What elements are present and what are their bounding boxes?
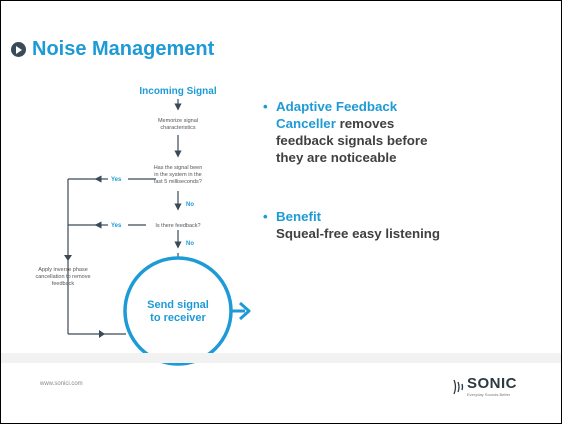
arrow-circle-icon — [11, 42, 26, 57]
bullet-list: • Adaptive Feedback Canceller removes fe… — [263, 98, 553, 242]
title-row: Noise Management — [11, 38, 214, 61]
flow-step1-line2: characteristics — [160, 125, 195, 131]
flow-question1-line1: Has the signal been — [154, 165, 203, 171]
footer-band — [1, 353, 561, 363]
bullet-dot: • — [263, 99, 268, 114]
flow-question1-line3: last 5 milliseconds? — [154, 179, 202, 185]
flow-incoming-label: Incoming Signal — [139, 86, 216, 97]
send-signal-line1: Send signal — [147, 299, 209, 311]
flow-apply-arrowhead — [99, 330, 105, 338]
flow-apply-line3: feedback — [52, 281, 75, 287]
flow-question1-line2: in the system in the — [154, 172, 201, 178]
send-signal-circle — [123, 256, 233, 366]
flow-apply-line2: cancellation to remove — [35, 274, 90, 280]
logo-tagline: Everyday Sounds Better — [467, 392, 511, 397]
bullet1-highlight-line1: Adaptive Feedback — [276, 99, 398, 114]
slide-title: Noise Management — [32, 38, 215, 60]
logo-word: SONIC — [467, 375, 518, 392]
flow-step1-line1: Memorize signal — [158, 118, 198, 124]
flow-yes-label-2: Yes — [111, 223, 122, 229]
bullet2-highlight: Benefit — [276, 209, 322, 224]
bullet1-line3: feedback signals before — [276, 133, 428, 148]
send-signal-line2: to receiver — [150, 312, 206, 324]
output-arrow-head — [239, 301, 251, 321]
footer-url[interactable]: www.sonici.com — [40, 381, 83, 387]
bullet1-highlight-line2: Canceller — [276, 116, 336, 131]
bullet-feedback-canceller: • Adaptive Feedback Canceller removes fe… — [263, 98, 553, 166]
flow-question2: Is there feedback? — [155, 223, 200, 229]
flow-no-label-2: No — [186, 241, 194, 247]
flow-no-label-1: No — [186, 202, 194, 208]
bullet2-line1: Squeal-free easy listening — [276, 226, 441, 241]
bullet-benefit: • Benefit Squeal-free easy listening — [263, 208, 553, 242]
sonic-logo: SONIC Everyday Sounds Better — [452, 376, 517, 398]
flow-apply-line1: Apply inverse phase — [38, 267, 88, 273]
bullet1-rest: removes — [335, 116, 395, 131]
sound-wave-icon — [453, 379, 464, 395]
bullet-dot: • — [263, 209, 268, 224]
bullet1-line4: they are noticeable — [276, 150, 397, 165]
flow-yes-label-1: Yes — [111, 177, 122, 183]
flow-branch-arrowhead — [64, 255, 72, 261]
bullet1-line2: Canceller removes — [276, 115, 553, 132]
